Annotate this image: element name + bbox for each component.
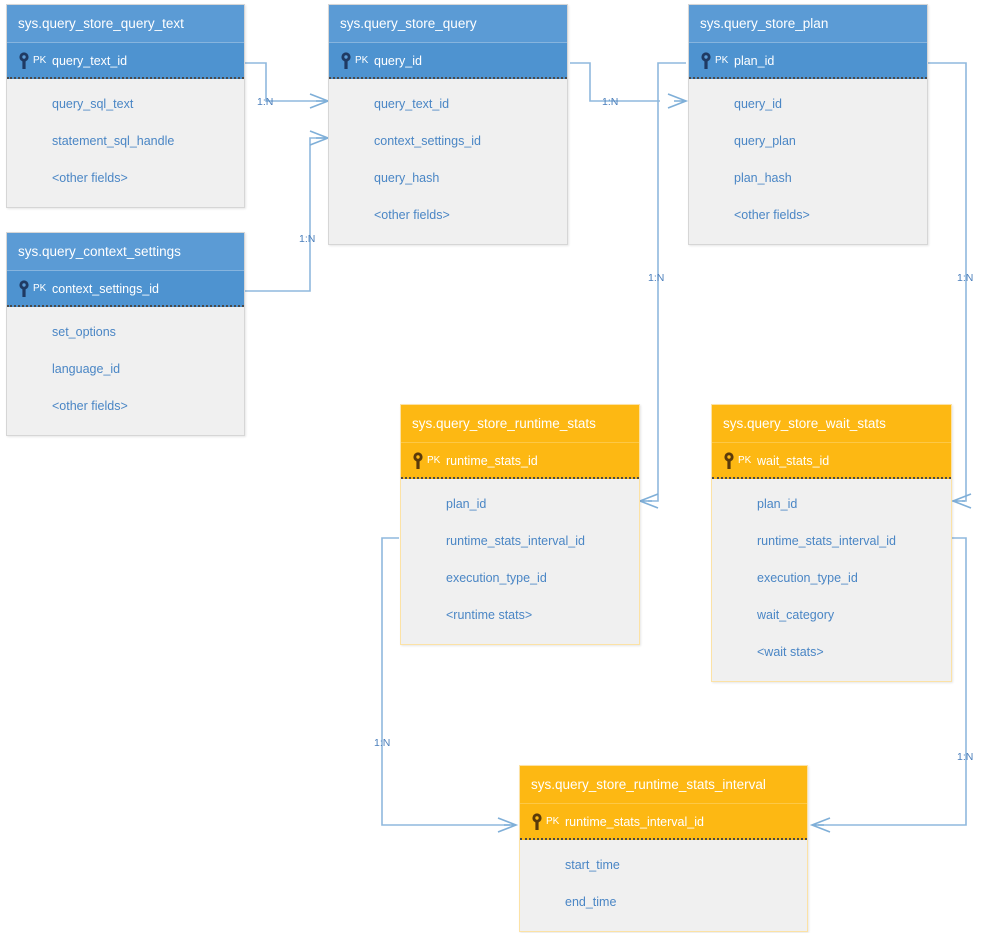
relationship-query-to-plan — [570, 62, 689, 109]
key-icon — [532, 813, 542, 830]
entity-query-store-runtime-stats[interactable]: sys.query_store_runtime_stats PK runtime… — [400, 404, 640, 645]
field-row: query_text_id — [374, 97, 450, 111]
primary-key-row: PK query_text_id — [7, 43, 244, 79]
relationship-text-to-query — [245, 62, 331, 109]
cardinality-label-plan-wait: 1:N — [957, 272, 973, 284]
pk-field-name: runtime_stats_id — [446, 454, 538, 468]
field-row: query_id — [734, 97, 782, 111]
key-icon — [19, 280, 29, 297]
entity-fields: plan_id runtime_stats_interval_id execut… — [712, 479, 951, 681]
field-row: start_time — [565, 858, 620, 872]
cardinality-label-ctx-query: 1:N — [299, 233, 315, 245]
entity-title: sys.query_store_plan — [689, 5, 927, 43]
field-row: execution_type_id — [757, 571, 858, 585]
cardinality-label-query-plan: 1:N — [602, 96, 618, 108]
pk-badge: PK — [715, 55, 729, 66]
cardinality-label-runtime-interval: 1:N — [374, 737, 390, 749]
key-icon — [413, 452, 423, 469]
entity-title: sys.query_store_query — [329, 5, 567, 43]
pk-badge: PK — [355, 55, 369, 66]
entity-query-store-wait-stats[interactable]: sys.query_store_wait_stats PK wait_stats… — [711, 404, 952, 682]
field-row: <runtime stats> — [446, 608, 533, 622]
field-row: query_sql_text — [52, 97, 134, 111]
entity-title: sys.query_store_runtime_stats_interval — [520, 766, 807, 804]
entity-query-context-settings[interactable]: sys.query_context_settings PK context_se… — [6, 232, 245, 436]
field-row: plan_id — [446, 497, 487, 511]
pk-field-name: context_settings_id — [52, 282, 160, 296]
pk-badge: PK — [33, 283, 47, 294]
field-row: runtime_stats_interval_id — [757, 534, 896, 548]
entity-fields: plan_id runtime_stats_interval_id execut… — [401, 479, 639, 644]
cardinality-label-plan-runtime: 1:N — [648, 272, 664, 284]
pk-field-name: wait_stats_id — [757, 454, 830, 468]
field-row: context_settings_id — [374, 134, 482, 148]
entity-fields: set_options language_id <other fields> — [7, 307, 244, 435]
field-row: <other fields> — [374, 208, 450, 222]
entity-title: sys.query_store_query_text — [7, 5, 244, 43]
field-row: set_options — [52, 325, 116, 339]
entity-query-store-query-text[interactable]: sys.query_store_query_text PK query_text… — [6, 4, 245, 208]
field-row: language_id — [52, 362, 121, 376]
entity-query-store-query[interactable]: sys.query_store_query PK query_id query_… — [328, 4, 568, 245]
key-icon — [341, 52, 351, 69]
pk-badge: PK — [33, 55, 47, 66]
field-row: statement_sql_handle — [52, 134, 175, 148]
field-row: wait_category — [757, 608, 835, 622]
field-row: end_time — [565, 895, 617, 909]
primary-key-row: PK runtime_stats_interval_id — [520, 804, 807, 840]
entity-fields: query_sql_text statement_sql_handle <oth… — [7, 79, 244, 207]
relationship-plan-to-runtime-stats: 1:N — [637, 62, 686, 509]
entity-query-store-plan[interactable]: sys.query_store_plan PK plan_id query_id… — [688, 4, 928, 245]
field-row: query_hash — [374, 171, 440, 185]
field-row: plan_hash — [734, 171, 792, 185]
pk-field-name: query_id — [374, 54, 422, 68]
field-row: plan_id — [757, 497, 798, 511]
entity-query-store-runtime-stats-interval[interactable]: sys.query_store_runtime_stats_interval P… — [519, 765, 808, 932]
field-row: <wait stats> — [757, 645, 824, 659]
entity-fields: start_time end_time — [520, 840, 807, 931]
entity-fields: query_id query_plan plan_hash <other fie… — [689, 79, 927, 244]
pk-field-name: runtime_stats_interval_id — [565, 815, 704, 829]
field-row: <other fields> — [52, 399, 128, 413]
key-icon — [724, 452, 734, 469]
primary-key-row: PK wait_stats_id — [712, 443, 951, 479]
primary-key-row: PK context_settings_id — [7, 271, 244, 307]
key-icon — [19, 52, 29, 69]
field-row: query_plan — [734, 134, 796, 148]
primary-key-row: PK query_id — [329, 43, 567, 79]
primary-key-row: PK runtime_stats_id — [401, 443, 639, 479]
entity-fields: query_text_id context_settings_id query_… — [329, 79, 567, 244]
entity-title: sys.query_store_wait_stats — [712, 405, 951, 443]
entity-title: sys.query_store_runtime_stats — [401, 405, 639, 443]
key-icon — [701, 52, 711, 69]
relationship-ctx-to-query — [245, 130, 331, 292]
primary-key-row: PK plan_id — [689, 43, 927, 79]
field-row: execution_type_id — [446, 571, 547, 585]
pk-field-name: plan_id — [734, 54, 775, 68]
field-row: <other fields> — [734, 208, 810, 222]
pk-badge: PK — [738, 455, 752, 466]
cardinality-label-text-query: 1:N — [257, 96, 273, 108]
pk-badge: PK — [546, 816, 560, 827]
field-row: <other fields> — [52, 171, 128, 185]
pk-field-name: query_text_id — [52, 54, 128, 68]
cardinality-label-wait-interval: 1:N — [957, 751, 973, 763]
field-row: runtime_stats_interval_id — [446, 534, 585, 548]
entity-title: sys.query_context_settings — [7, 233, 244, 271]
pk-badge: PK — [427, 455, 441, 466]
